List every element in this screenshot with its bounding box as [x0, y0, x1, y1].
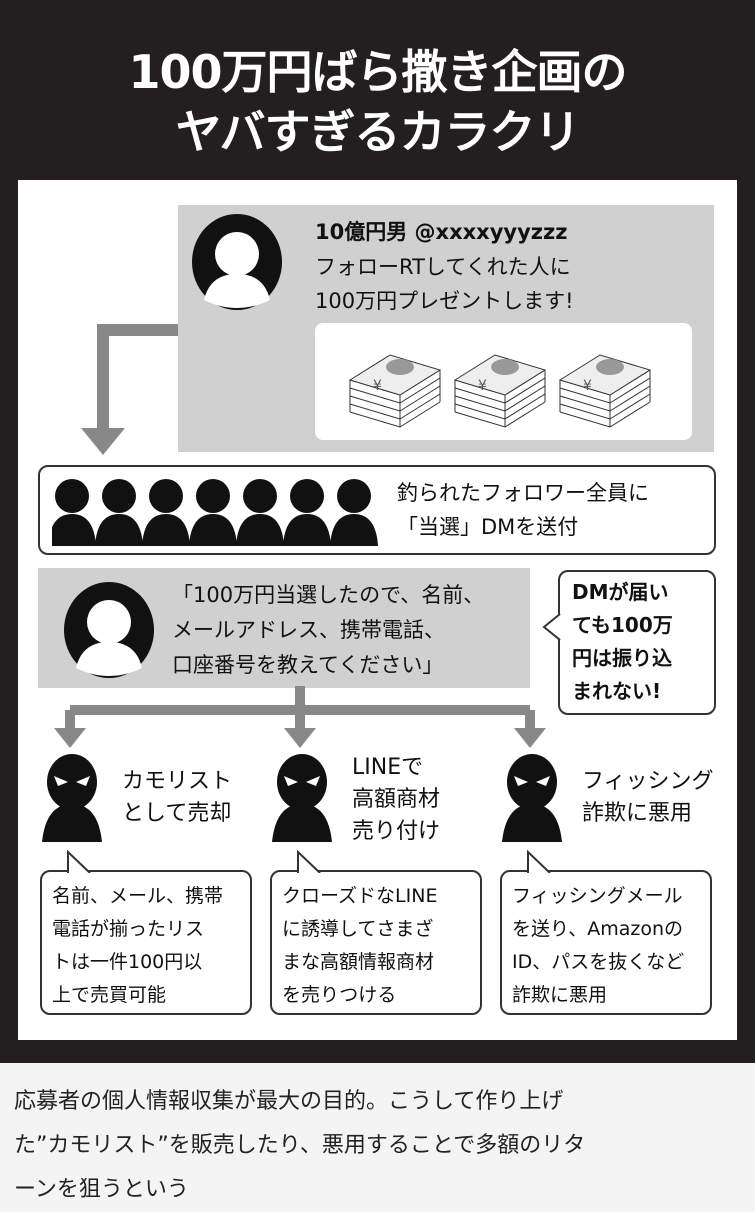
- branch-arrows-icon: [54, 686, 546, 748]
- warning-line: 円は振り込: [572, 646, 672, 670]
- money-stack-icon: ¥: [348, 354, 442, 428]
- branch-label-line: フィッシング: [582, 769, 714, 794]
- yen-symbol: ¥: [583, 378, 592, 394]
- tweet-user: 10億円男 @xxxxyyyzzz: [315, 220, 568, 244]
- bubble-tail-icon: [542, 613, 561, 641]
- followers-silhouettes-icon: [52, 479, 378, 546]
- warning-line: ても100万: [572, 613, 673, 637]
- follower-icon: [236, 479, 284, 546]
- followers-line-1: 釣られたフォロワー全員に: [397, 481, 649, 505]
- branch-label-line: 売り付け: [352, 819, 441, 844]
- bubble-tail-icon: [527, 850, 551, 873]
- branch-detail-line: に誘導してさまざ: [282, 918, 434, 940]
- followers-line-2: 「当選」DMを送付: [397, 515, 579, 539]
- bubble-tail-icon: [297, 850, 321, 873]
- branch-detail-line: クローズドなLINE: [282, 885, 438, 907]
- follower-icon: [283, 479, 331, 546]
- branch-detail-bubble: フィッシングメールを送り、Amazonの ID、パスを抜くなど詐欺に悪用: [500, 870, 712, 1015]
- message-line-1: 「100万円当選したので、名前、: [172, 583, 485, 607]
- title-line-2: ヤバすぎるカラクリ: [175, 105, 580, 159]
- follower-icon: [142, 479, 190, 546]
- tweet-line-2: 100万円プレゼントします!: [315, 289, 574, 313]
- money-stack-icon: ¥: [558, 354, 652, 428]
- branch-label: カモリストとして売却: [122, 766, 232, 830]
- money-stack-icon: ¥: [453, 354, 547, 428]
- yen-symbol: ¥: [478, 378, 487, 394]
- arrow-down-icon: [81, 324, 178, 455]
- villain-icon: [42, 754, 102, 842]
- villain-icon: [502, 754, 562, 842]
- branch-detail-line: 詐欺に悪用: [512, 984, 608, 1006]
- branch-detail-line: まな高額情報商材: [282, 951, 435, 973]
- branch-detail-line: ID、パスを抜くなど: [512, 951, 685, 973]
- follower-icon: [330, 479, 378, 546]
- sender-avatar-icon: [64, 582, 154, 678]
- branch-detail-line: 上で売買可能: [52, 984, 167, 1006]
- branch-label-line: カモリスト: [122, 769, 233, 794]
- money-box: ¥ ¥ ¥: [315, 323, 692, 440]
- branch-detail-line: 名前、メール、携帯: [52, 885, 224, 907]
- follower-icon: [95, 479, 143, 546]
- bubble-tail-icon: [67, 850, 91, 873]
- branch-detail-bubble: クローズドなLINE に誘導してさまざまな高額情報商材を売りつける: [270, 870, 482, 1015]
- caption-line: た”カモリスト”を販売したり、悪用することで多額のリタ: [14, 1133, 586, 1158]
- caption-line: ーンを狙うという: [14, 1177, 189, 1202]
- message-line-2: メールアドレス、携帯電話、: [172, 618, 445, 642]
- caption: 応募者の個人情報収集が最大の目的。こうして作り上げ た”カモリスト”を販売したり…: [14, 1080, 744, 1212]
- warning-bubble: DMが届い ても100万 円は振り込 まれない!: [558, 570, 716, 715]
- branch-detail-line: フィッシングメール: [512, 885, 683, 907]
- title-line-1: 100万円ばら撒き企画の: [128, 45, 627, 99]
- follower-icon: [52, 479, 96, 546]
- caption-line: 応募者の個人情報収集が最大の目的。こうして作り上げ: [14, 1089, 564, 1114]
- warning-line: まれない!: [572, 679, 662, 703]
- villain-icon: [272, 754, 332, 842]
- branch-detail-line: 電話が揃ったリス: [52, 918, 205, 940]
- branch-label: LINEで高額商材売り付け: [352, 752, 440, 848]
- branch-label-line: として売却: [122, 801, 232, 826]
- warning-line: DMが届い: [572, 580, 669, 604]
- branch-detail-line: を送り、Amazonの: [512, 918, 684, 940]
- branch-detail-line: トは一件100円以: [52, 951, 203, 973]
- message-line-3: 口座番号を教えてください」: [172, 653, 444, 677]
- follower-icon: [189, 479, 237, 546]
- yen-symbol: ¥: [373, 378, 382, 394]
- branch-detail-bubble: 名前、メール、携帯電話が揃ったリストは一件100円以上で売買可能: [40, 870, 252, 1015]
- branch-detail-line: を売りつける: [282, 984, 397, 1006]
- branch-label-line: LINEで: [352, 755, 424, 780]
- tweet-line-1: フォローRTしてくれた人に: [315, 255, 571, 279]
- user-avatar-icon: [192, 214, 282, 310]
- branch-label-line: 詐欺に悪用: [582, 801, 693, 826]
- branch-label-line: 高額商材: [352, 787, 441, 812]
- branch-label: フィッシング詐欺に悪用: [582, 766, 714, 830]
